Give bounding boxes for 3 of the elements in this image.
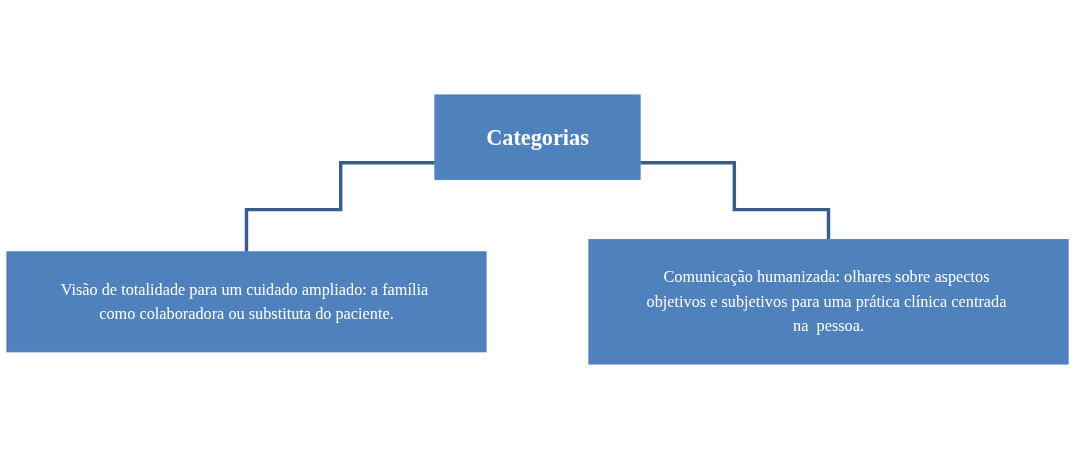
- node-box: Categorias: [434, 94, 641, 181]
- node-box: Comunicação humanizada: olhares sobre aspectos objetivos e subjetivos para uma prática clínica centrada na pessoa.: [588, 239, 1069, 365]
- node-box: Visão de totalidade para um cuidado ampliado: a família como colaboradora ou substituta do paciente.: [6, 251, 487, 353]
